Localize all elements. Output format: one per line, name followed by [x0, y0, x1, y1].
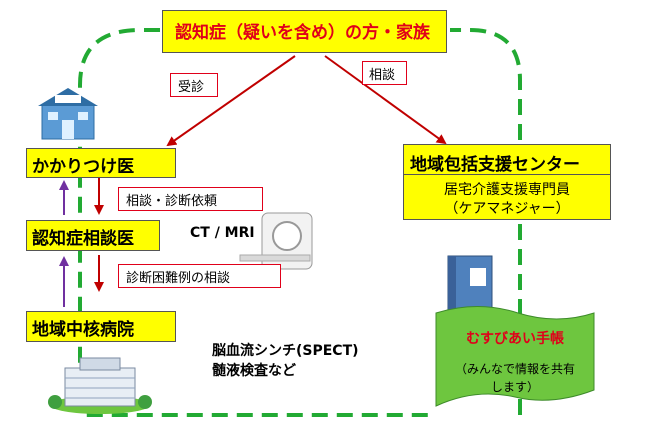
note-background [435, 306, 595, 407]
ninchisho-soudan-label: 認知症相談医 [32, 229, 134, 249]
chiiki-chukaku-box [26, 311, 176, 342]
kakaritsuke-label: かかりつけ医 [32, 157, 135, 177]
arrow-to-center [324, 55, 447, 145]
chiiki-chukaku-label: 地域中核病院 [32, 320, 134, 340]
shindan-konnan-label-box [118, 264, 281, 288]
soudan-label: 相談 [369, 68, 396, 83]
ct-scanner-icon [239, 212, 313, 270]
shindan-konnan-label: 診断困難例の相談 [126, 271, 231, 286]
care-loop-dashed-line [78, 28, 522, 417]
note-title: むすびあい手帳 [466, 331, 564, 347]
clinic-building-icon [38, 88, 98, 140]
soudan-label-box [362, 61, 407, 85]
ninchisho-soudan-box [26, 220, 160, 251]
patient-family-label: 認知症（疑いを含め）の方・家族 [175, 23, 430, 43]
jushin-label-box [170, 73, 218, 97]
soudan-shindan-label-box [118, 187, 263, 211]
chiiki-houkatsu-title: 地域包括支援センター [410, 155, 580, 175]
jushin-label: 受診 [178, 80, 205, 95]
exams-line1: 脳血流シンチ(SPECT) [212, 343, 359, 359]
care-manager-line1: 居宅介護支援専門員 [444, 182, 570, 198]
ct-mri-label: CT / MRI [190, 225, 255, 241]
right-box-divider [403, 174, 611, 175]
binder-icon [447, 255, 493, 315]
chiiki-houkatsu-box [403, 144, 611, 220]
patient-family-box [162, 10, 447, 53]
arrow-to-kakaritsuke [166, 55, 296, 147]
exams-line2: 髄液検査など [212, 363, 296, 379]
care-manager-line2: （ケアマネジャー） [444, 201, 570, 217]
note-line1: （みんなで情報を共有 [454, 362, 575, 376]
kakaritsuke-box [26, 148, 176, 178]
note-line2: します） [490, 380, 539, 394]
hospital-building-icon [48, 357, 152, 414]
soudan-shindan-label: 相談・診断依頼 [126, 194, 218, 209]
